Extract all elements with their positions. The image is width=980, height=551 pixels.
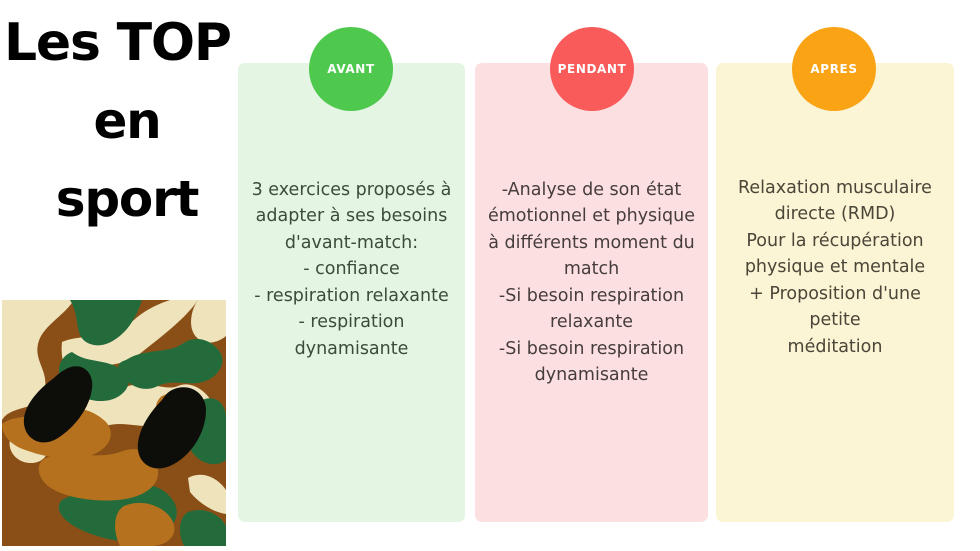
page-title: Les TOP en sport [0,4,240,236]
badge-pendant[interactable]: PENDANT [550,27,634,111]
badge-avant[interactable]: AVANT [309,27,393,111]
card-apres-body: Relaxation musculaire directe (RMD) Pour… [738,177,932,357]
page-title-line-2: en [93,92,161,150]
card-avant[interactable]: 3 exercices proposés à adapter à ses bes… [238,63,465,522]
card-avant-body: 3 exercices proposés à adapter à ses bes… [251,179,452,359]
badge-pendant-label: PENDANT [557,62,627,76]
page-title-line-3: sport [55,170,200,228]
card-pendant-body: -Analyse de son état émotionnel et physi… [487,179,696,386]
camouflage-pattern-icon [2,300,226,546]
badge-avant-label: AVANT [327,62,375,76]
page-title-line-1: Les TOP [4,13,232,73]
card-pendant[interactable]: -Analyse de son état émotionnel et physi… [475,63,708,522]
badge-apres[interactable]: APRES [792,27,876,111]
camouflage-image [2,300,226,546]
card-apres[interactable]: Relaxation musculaire directe (RMD) Pour… [716,63,954,522]
badge-apres-label: APRES [810,62,858,76]
